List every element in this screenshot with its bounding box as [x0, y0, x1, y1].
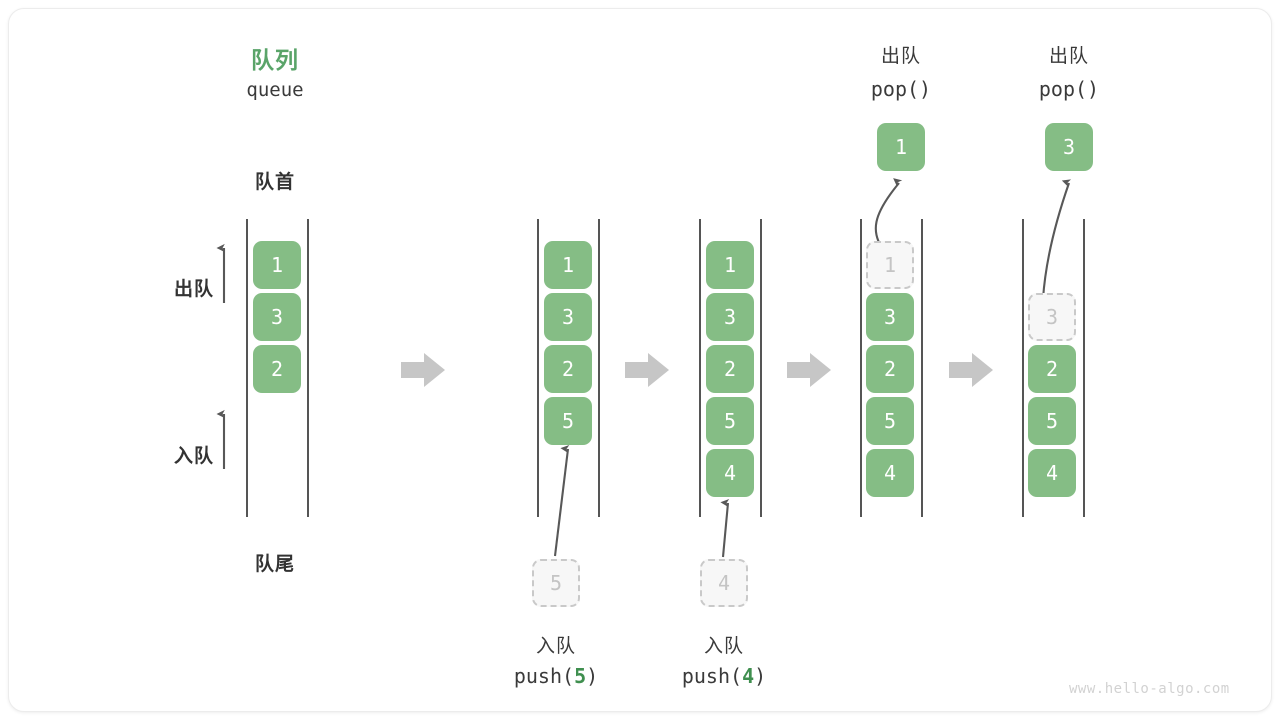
queue-cell: 2 [706, 345, 754, 393]
queue-cell: 5 [866, 397, 914, 445]
queue-rail-right-1 [307, 219, 309, 517]
push-caption-code: push(4) [649, 664, 799, 688]
popped-cell: 1 [877, 123, 925, 171]
flow-arrow-icon [401, 353, 445, 387]
queue-cell: 3 [866, 293, 914, 341]
pop-header-code: pop() [870, 77, 932, 101]
diagram-card: 队列 queue 队首 队尾 出队 入队 1 3 2 [8, 8, 1272, 712]
queue-rail-right-4 [921, 219, 923, 517]
queue-cell: 3 [544, 293, 592, 341]
push-code-pre: push( [513, 664, 575, 688]
queue-cell: 4 [866, 449, 914, 497]
pop-arrow-icon [1041, 179, 1072, 300]
queue-cell-new: 4 [706, 449, 754, 497]
queue-rail-left-3 [699, 219, 701, 517]
flow-arrow-icon [625, 353, 669, 387]
push-caption-code: push(5) [481, 664, 631, 688]
queue-cell: 1 [253, 241, 301, 289]
queue-cell: 2 [544, 345, 592, 393]
queue-title-cn: 队列 [251, 47, 299, 73]
enqueue-direction-arrow-icon [216, 409, 226, 469]
pop-header-cn: 出队 [880, 46, 921, 67]
queue-cell-removed: 3 [1028, 293, 1076, 341]
queue-cell: 3 [253, 293, 301, 341]
push-arrow-icon [553, 445, 570, 557]
queue-rail-right-5 [1083, 219, 1085, 517]
queue-rail-left-1 [246, 219, 248, 517]
popped-cell: 3 [1045, 123, 1093, 171]
push-code-post: ) [754, 664, 767, 688]
queue-cell: 3 [706, 293, 754, 341]
watermark: www.hello-algo.com [1069, 681, 1230, 697]
queue-rail-left-2 [537, 219, 539, 517]
dequeue-direction-arrow-icon [216, 243, 226, 303]
push-caption-cn: 入队 [703, 636, 744, 657]
queue-title-en: queue [246, 79, 304, 101]
queue-cell: 1 [706, 241, 754, 289]
queue-cell: 2 [1028, 345, 1076, 393]
queue-cell: 4 [1028, 449, 1076, 497]
incoming-ghost-cell: 4 [700, 559, 748, 607]
push-code-arg: 5 [574, 664, 587, 688]
pop-header-code: pop() [1038, 77, 1100, 101]
enqueue-direction-label: 入队 [173, 446, 214, 467]
front-label: 队首 [254, 172, 295, 193]
pop-arrow-icon [874, 178, 903, 248]
push-code-arg: 4 [742, 664, 755, 688]
queue-cell: 2 [866, 345, 914, 393]
rear-label: 队尾 [254, 554, 295, 575]
queue-cell-new: 5 [544, 397, 592, 445]
queue-rail-right-3 [760, 219, 762, 517]
flow-arrow-icon [787, 353, 831, 387]
queue-cell: 1 [544, 241, 592, 289]
queue-cell-removed: 1 [866, 241, 914, 289]
push-caption-cn: 入队 [535, 636, 576, 657]
queue-rail-right-2 [598, 219, 600, 517]
pop-header-cn: 出队 [1048, 46, 1089, 67]
queue-cell: 5 [1028, 397, 1076, 445]
flow-arrow-icon [949, 353, 993, 387]
push-code-pre: push( [681, 664, 743, 688]
queue-rail-left-5 [1022, 219, 1024, 517]
queue-cell: 5 [706, 397, 754, 445]
push-code-post: ) [586, 664, 599, 688]
push-arrow-icon [720, 498, 730, 558]
queue-cell: 2 [253, 345, 301, 393]
dequeue-direction-label: 出队 [173, 279, 214, 300]
incoming-ghost-cell: 5 [532, 559, 580, 607]
queue-rail-left-4 [860, 219, 862, 517]
